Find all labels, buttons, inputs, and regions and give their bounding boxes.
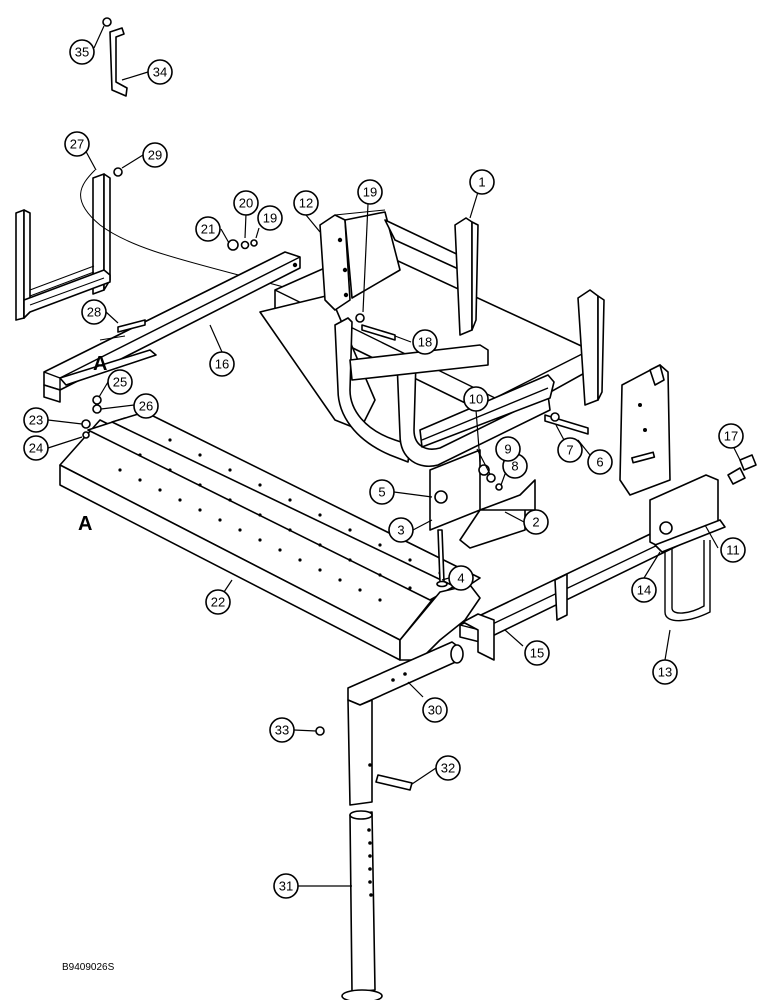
svg-text:13: 13 bbox=[658, 665, 672, 680]
svg-text:17: 17 bbox=[724, 429, 738, 444]
leader-lines bbox=[47, 25, 741, 887]
callout-31: 31 bbox=[273, 873, 299, 899]
svg-text:20: 20 bbox=[239, 196, 253, 211]
swing-arm-part-30 bbox=[347, 641, 464, 806]
callout-28: 28 bbox=[81, 299, 107, 325]
step-perforations bbox=[118, 438, 442, 602]
bracket-part-34 bbox=[102, 17, 128, 97]
svg-text:11: 11 bbox=[726, 543, 740, 558]
callout-9: 9 bbox=[495, 436, 521, 462]
callout-5: 5 bbox=[369, 479, 395, 505]
callout-15: 15 bbox=[524, 640, 550, 666]
callout-35: 35 bbox=[69, 39, 95, 65]
svg-text:14: 14 bbox=[637, 583, 651, 598]
svg-text:26: 26 bbox=[139, 399, 153, 414]
svg-text:22: 22 bbox=[211, 595, 225, 610]
section-marker-upper: A bbox=[93, 353, 107, 375]
callout-22: 22 bbox=[205, 589, 231, 615]
svg-text:19: 19 bbox=[263, 211, 277, 226]
hardware bbox=[81, 239, 673, 535]
svg-text:35: 35 bbox=[75, 45, 89, 60]
svg-text:28: 28 bbox=[87, 305, 101, 320]
pins-part-17 bbox=[727, 454, 757, 485]
svg-text:30: 30 bbox=[428, 703, 442, 718]
svg-text:10: 10 bbox=[469, 392, 483, 407]
svg-text:1: 1 bbox=[478, 175, 485, 190]
svg-text:25: 25 bbox=[113, 375, 127, 390]
callout-29: 29 bbox=[142, 142, 168, 168]
left-tube-part-16: A bbox=[43, 251, 301, 403]
callout-25: 25 bbox=[107, 369, 133, 395]
callout-12: 12 bbox=[293, 190, 319, 216]
stand-part-31 bbox=[341, 810, 383, 1000]
callout-20: 20 bbox=[233, 190, 259, 216]
svg-text:19: 19 bbox=[363, 185, 377, 200]
svg-text:3: 3 bbox=[397, 523, 404, 538]
callout-30: 30 bbox=[422, 697, 448, 723]
callout-13: 13 bbox=[652, 659, 678, 685]
pin-part-32 bbox=[315, 726, 413, 791]
callout-32: 32 bbox=[435, 755, 461, 781]
svg-text:34: 34 bbox=[153, 65, 167, 80]
callout-21: 21 bbox=[195, 216, 221, 242]
svg-text:9: 9 bbox=[504, 442, 511, 457]
callout-6: 6 bbox=[587, 449, 613, 475]
svg-text:2: 2 bbox=[532, 515, 539, 530]
callout-7: 7 bbox=[557, 437, 583, 463]
callout-24: 24 bbox=[23, 435, 49, 461]
callout-26: 26 bbox=[133, 393, 159, 419]
callout-14: 14 bbox=[631, 577, 657, 603]
clamp-part-11 bbox=[649, 474, 726, 622]
figure-code: B9409026S bbox=[62, 962, 115, 973]
step-part-22: A bbox=[59, 411, 481, 661]
svg-text:32: 32 bbox=[441, 761, 455, 776]
svg-text:8: 8 bbox=[511, 459, 518, 474]
callout-16: 16 bbox=[209, 351, 235, 377]
svg-text:16: 16 bbox=[215, 357, 229, 372]
callout-4: 4 bbox=[448, 565, 474, 591]
svg-text:6: 6 bbox=[596, 455, 603, 470]
svg-text:12: 12 bbox=[299, 196, 313, 211]
svg-text:29: 29 bbox=[148, 148, 162, 163]
svg-text:27: 27 bbox=[70, 137, 84, 152]
svg-text:7: 7 bbox=[566, 443, 573, 458]
svg-text:33: 33 bbox=[275, 723, 289, 738]
callout-17: 17 bbox=[718, 423, 744, 449]
callout-11: 11 bbox=[720, 537, 746, 563]
callout-19-upper: 19 bbox=[357, 179, 383, 205]
mount-plates-part-2-3 bbox=[429, 449, 536, 549]
svg-text:15: 15 bbox=[530, 646, 544, 661]
callout-3: 3 bbox=[388, 517, 414, 543]
svg-text:23: 23 bbox=[29, 413, 43, 428]
callout-33: 33 bbox=[269, 717, 295, 743]
callout-1: 1 bbox=[469, 169, 495, 195]
svg-text:24: 24 bbox=[29, 441, 43, 456]
svg-text:21: 21 bbox=[201, 222, 215, 237]
section-marker-lower: A bbox=[78, 513, 92, 535]
callout-23: 23 bbox=[23, 407, 49, 433]
svg-text:31: 31 bbox=[279, 879, 293, 894]
bolt-part-4 bbox=[436, 529, 448, 588]
svg-text:5: 5 bbox=[378, 485, 385, 500]
callout-19-lower: 19 bbox=[257, 205, 283, 231]
callout-18: 18 bbox=[412, 329, 438, 355]
callout-10: 10 bbox=[463, 386, 489, 412]
callout-34: 34 bbox=[147, 59, 173, 85]
hoop-frame bbox=[334, 317, 555, 467]
callout-2: 2 bbox=[523, 509, 549, 535]
svg-text:18: 18 bbox=[418, 335, 432, 350]
callout-27: 27 bbox=[64, 131, 90, 157]
svg-text:4: 4 bbox=[457, 571, 464, 586]
